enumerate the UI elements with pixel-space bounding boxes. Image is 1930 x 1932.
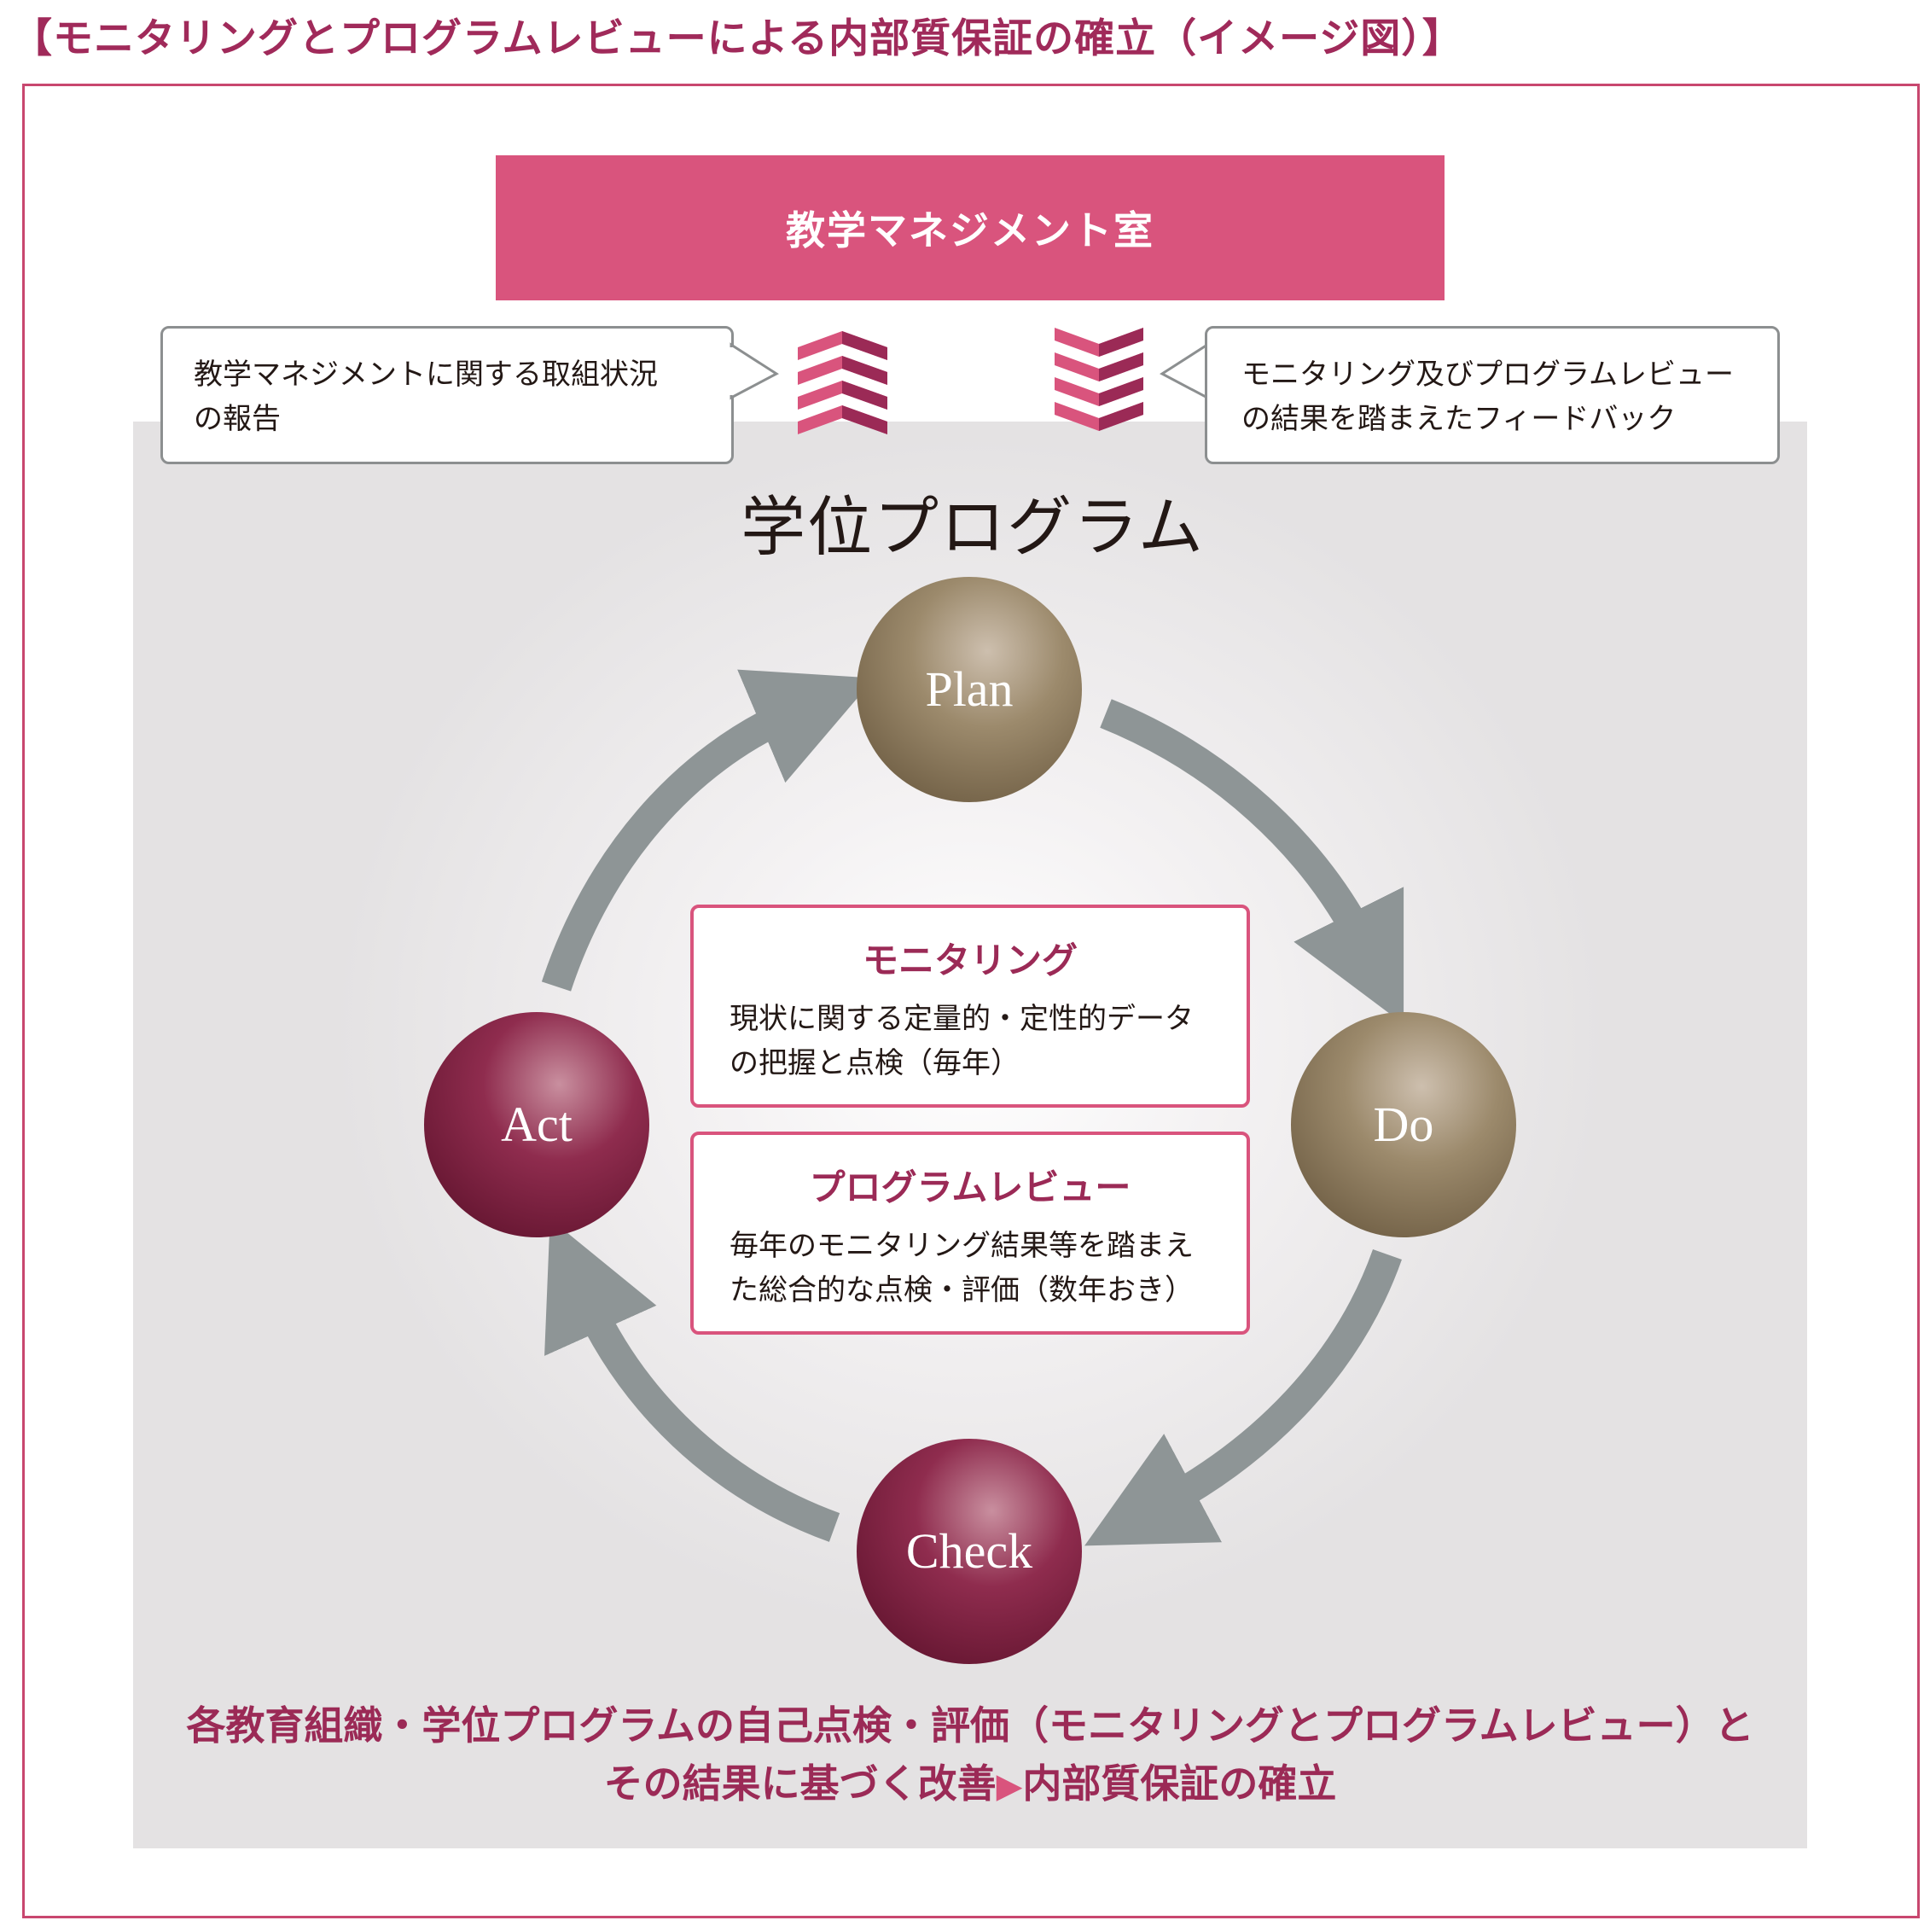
arrow-act-to-plan: [541, 669, 875, 992]
do-node: [1291, 1012, 1516, 1237]
feedback-callout-line-2: の結果を踏まえたフィードバック: [1241, 402, 1677, 436]
feedback-callout-line-1: モニタリング及びプログラムレビュー: [1241, 358, 1734, 392]
summary-line-1: 各教育組織・学位プログラムの自己点検・評価（モニタリングとプログラムレビュー）と: [186, 1702, 1754, 1749]
report-callout-line-2: の報告: [194, 402, 281, 436]
page-title: 【モニタリングとプログラムレビューによる内部質保証の確立（イメージ図）】: [12, 15, 1463, 62]
check-node: [857, 1439, 1082, 1664]
do-label: Do: [1373, 1097, 1434, 1152]
monitoring-description: 現状に関する定量的・定性的データ の把握と点検（毎年）: [730, 997, 1194, 1085]
outer-frame: [22, 84, 1920, 1918]
triangle-right-icon: ▶: [996, 1766, 1023, 1806]
arrow-check-to-act: [544, 1219, 840, 1542]
monitoring-box: モニタリング 現状に関する定量的・定性的データ の把握と点検（毎年）: [690, 905, 1250, 1108]
feedback-callout: モニタリング及びプログラムレビュー の結果を踏まえたフィードバック: [1205, 326, 1780, 464]
summary-line-2-after: 内部質保証の確立: [1022, 1760, 1337, 1807]
arrow-plan-to-do: [1100, 699, 1404, 1025]
chevron-down-stack-icon: [1055, 328, 1143, 431]
program-review-line-2: た総合的な点検・評価（数年おき）: [730, 1273, 1194, 1307]
monitoring-line-2: の把握と点検（毎年）: [730, 1046, 1020, 1080]
summary-line-2-before: その結果に基づく改善: [603, 1760, 997, 1807]
report-callout-line-1: 教学マネジメントに関する取組状況: [194, 358, 658, 392]
arrow-do-to-check: [1084, 1248, 1402, 1546]
program-review-heading: プログラムレビュー: [809, 1167, 1131, 1208]
plan-node: [857, 577, 1082, 802]
plan-label: Plan: [925, 661, 1014, 717]
degree-program-title: 学位プログラム: [741, 489, 1205, 565]
report-callout: 教学マネジメントに関する取組状況 の報告: [160, 326, 734, 464]
chevron-up-stack-icon: [798, 331, 887, 434]
program-review-description: 毎年のモニタリング結果等を踏まえ た総合的な点検・評価（数年おき）: [730, 1224, 1194, 1312]
teaching-management-office-box: 教学マネジメント室: [496, 155, 1445, 300]
act-node: [424, 1012, 649, 1237]
program-review-line-1: 毎年のモニタリング結果等を踏まえ: [730, 1229, 1194, 1263]
report-callout-tail: [730, 342, 779, 400]
monitoring-line-1: 現状に関する定量的・定性的データ: [730, 1002, 1194, 1036]
program-review-box: プログラムレビュー 毎年のモニタリング結果等を踏まえ た総合的な点検・評価（数年…: [690, 1132, 1250, 1335]
feedback-callout-tail: [1160, 342, 1209, 400]
check-label: Check: [905, 1523, 1033, 1579]
act-label: Act: [501, 1097, 573, 1152]
summary-line-2: その結果に基づく改善▶内部質保証の確立: [133, 1753, 1807, 1809]
monitoring-heading: モニタリング: [862, 940, 1078, 981]
